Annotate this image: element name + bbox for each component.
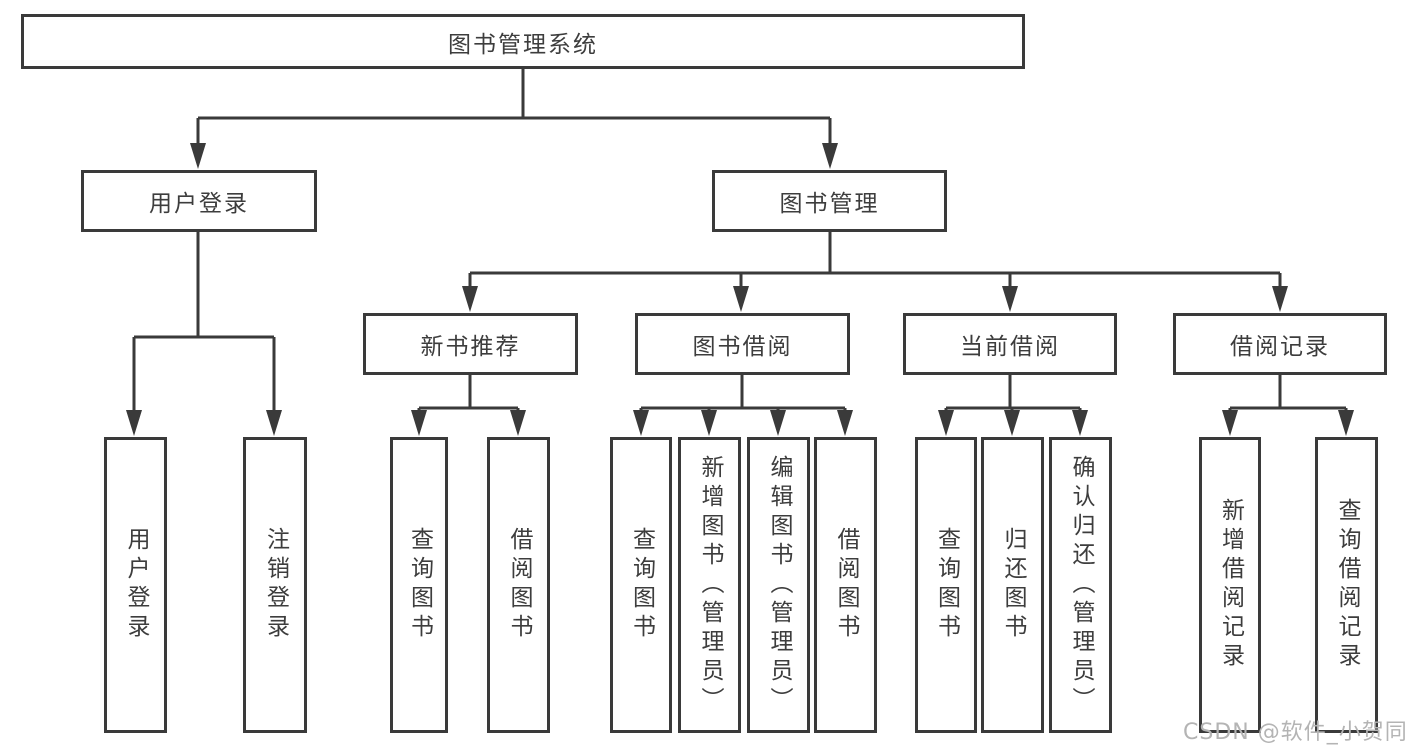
edge-newbooks-to-leaves: [411, 375, 526, 436]
node-nb-borrow: 借阅图书: [487, 437, 550, 733]
edge-borrowrecords-to-leaves: [1222, 375, 1354, 436]
node-cb-confirm: 确认归还（管理员）: [1049, 437, 1112, 733]
node-br-add: 新增借阅记录: [1199, 437, 1261, 733]
node-cb-return: 归还图书: [981, 437, 1044, 733]
node-root: 图书管理系统: [21, 14, 1025, 69]
node-nb-query: 查询图书: [390, 437, 448, 733]
edge-root-to-level2: [190, 69, 838, 169]
node-book-borrow: 图书借阅: [635, 313, 850, 375]
node-br-query: 查询借阅记录: [1315, 437, 1378, 733]
node-book-mgmt: 图书管理: [712, 170, 947, 232]
node-bb-add: 新增图书（管理员）: [678, 437, 741, 733]
node-current-borrow: 当前借阅: [903, 313, 1117, 375]
edge-bookmgmt-to-level3: [462, 232, 1288, 312]
edge-userlogin-to-leaves: [126, 232, 282, 436]
edge-bookborrow-to-leaves: [633, 375, 853, 436]
node-bb-edit: 编辑图书（管理员）: [747, 437, 810, 733]
csdn-watermark: CSDN @软件_小贺同学: [1183, 720, 1405, 745]
node-bb-query: 查询图书: [610, 437, 672, 733]
node-new-books: 新书推荐: [363, 313, 578, 375]
node-user-login: 用户登录: [81, 170, 317, 232]
node-bb-borrow: 借阅图书: [814, 437, 877, 733]
node-logout-leaf: 注销登录: [243, 437, 307, 733]
edge-currentborrow-to-leaves: [938, 375, 1088, 436]
node-borrow-records: 借阅记录: [1173, 313, 1387, 375]
node-cb-query: 查询图书: [915, 437, 977, 733]
node-user-login-leaf: 用户登录: [104, 437, 167, 733]
